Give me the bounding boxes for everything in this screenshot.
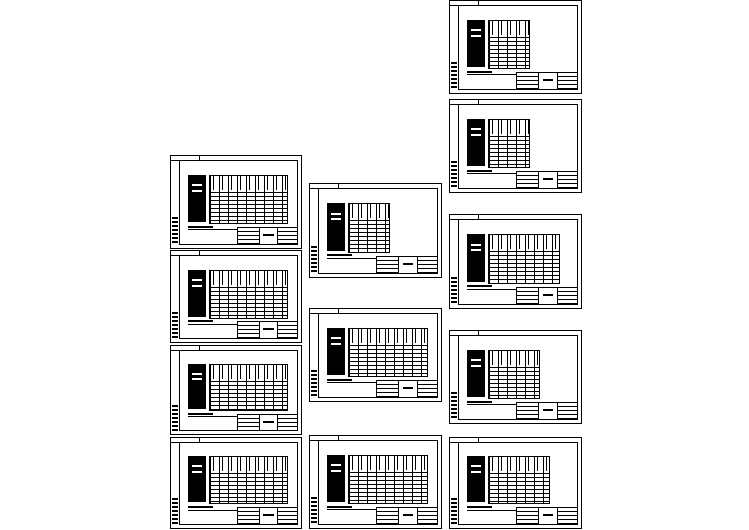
note-line [467, 404, 540, 405]
sheet-corner-tag [310, 436, 339, 441]
note-line [467, 173, 540, 174]
legend-block [188, 270, 206, 317]
title-block [376, 256, 438, 274]
sheet-side-stamp [311, 497, 317, 525]
legend-block [188, 364, 206, 409]
note-line [188, 324, 261, 325]
note-line [188, 510, 261, 511]
sheet-side-stamp [451, 498, 457, 525]
data-table [488, 456, 550, 504]
sheet-side-stamp [451, 62, 457, 90]
legend-block [467, 350, 485, 397]
note-line [467, 74, 540, 75]
sheet-corner-tag [450, 100, 479, 105]
sheet-corner-tag [450, 438, 479, 443]
data-table [209, 175, 288, 224]
data-table [209, 456, 288, 504]
drawing-sheet[interactable] [170, 437, 302, 529]
sheet-corner-tag [450, 215, 479, 220]
sheet-corner-tag [450, 1, 479, 6]
drawing-sheet[interactable] [170, 250, 302, 343]
sheet-corner-tag [171, 346, 200, 351]
title-block [237, 507, 298, 525]
data-table [488, 20, 530, 69]
drawing-sheet[interactable] [449, 330, 582, 424]
drawing-sheet[interactable] [449, 214, 582, 309]
note-line [188, 226, 213, 228]
note-line [188, 413, 213, 415]
title-block [376, 507, 438, 525]
note-line [467, 170, 492, 172]
legend-block [327, 203, 345, 251]
sheet-corner-tag [171, 251, 200, 256]
note-line [327, 382, 400, 383]
data-table [488, 234, 560, 284]
sheet-corner-tag [171, 156, 200, 161]
note-line [467, 71, 492, 73]
sheet-side-stamp [451, 277, 457, 305]
sheet-side-stamp [172, 404, 178, 431]
title-block [516, 72, 578, 90]
data-table [488, 350, 540, 399]
sheet-side-stamp [311, 246, 317, 274]
data-table [209, 270, 288, 319]
title-block [516, 287, 578, 305]
legend-block [188, 175, 206, 222]
title-block [237, 321, 298, 339]
note-line [188, 320, 213, 322]
data-table [348, 455, 428, 504]
note-line [188, 416, 261, 417]
sheet-side-stamp [172, 311, 178, 339]
note-line [467, 506, 492, 508]
title-block [516, 171, 578, 189]
note-line [188, 229, 261, 230]
note-line [327, 509, 400, 510]
legend-block [188, 456, 206, 502]
sheet-side-stamp [451, 161, 457, 189]
data-table [488, 119, 530, 168]
sheet-corner-tag [450, 331, 479, 336]
title-block [237, 227, 298, 245]
drawing-sheet[interactable] [309, 435, 442, 529]
data-table [348, 328, 428, 377]
sheet-side-stamp [311, 370, 317, 398]
legend-block [467, 456, 485, 502]
note-line [467, 401, 492, 403]
drawing-sheet[interactable] [170, 345, 302, 435]
data-table [348, 203, 390, 253]
note-line [467, 510, 540, 511]
data-table [209, 364, 288, 411]
sheet-side-stamp [172, 217, 178, 245]
sheet-corner-tag [310, 184, 339, 189]
note-line [327, 379, 352, 381]
drawing-sheet[interactable] [309, 183, 442, 278]
legend-block [327, 455, 345, 502]
note-line [188, 506, 213, 508]
legend-block [467, 119, 485, 166]
legend-block [327, 328, 345, 375]
sheet-side-stamp [172, 498, 178, 525]
drawing-sheet[interactable] [449, 437, 582, 529]
note-line [467, 289, 540, 290]
note-line [467, 285, 492, 287]
title-block [376, 380, 438, 398]
legend-block [467, 234, 485, 282]
note-line [327, 258, 400, 259]
note-line [327, 506, 352, 508]
drawing-sheet[interactable] [449, 99, 582, 193]
title-block [237, 414, 298, 431]
title-block [516, 402, 578, 420]
note-line [327, 254, 352, 256]
legend-block [467, 20, 485, 67]
drawing-sheet[interactable] [309, 308, 442, 402]
sheet-side-stamp [451, 392, 457, 420]
sheet-corner-tag [310, 309, 339, 314]
drawing-sheet[interactable] [170, 155, 302, 249]
drawing-sheet[interactable] [449, 0, 582, 94]
title-block [516, 507, 578, 525]
sheet-corner-tag [171, 438, 200, 443]
